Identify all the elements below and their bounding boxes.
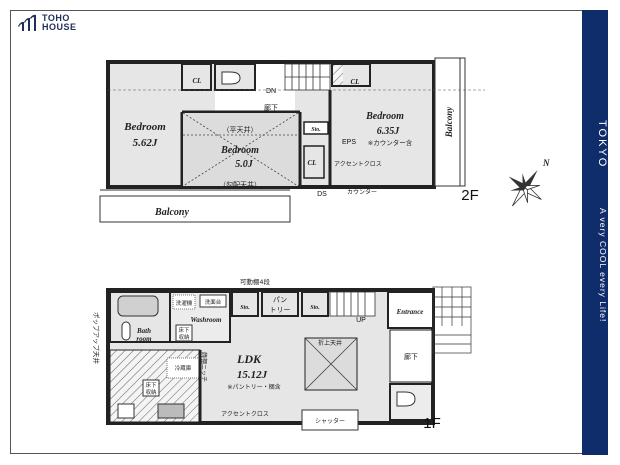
- 1f-hallway-label: 廊下: [404, 352, 418, 361]
- compass-rose-icon: [508, 169, 542, 207]
- 2f-storage-label: Sto.: [311, 127, 321, 133]
- 1f-floor-label: 1F: [423, 415, 441, 432]
- 2f-ds-label: DS: [317, 191, 327, 198]
- 2f-bedroom-east-size: 6.35J: [377, 126, 401, 137]
- 2f-counter-label: カウンター: [347, 188, 377, 196]
- 2f-bedroom-east-note: ※カウンター含: [368, 138, 413, 147]
- 1f-raised-ceiling-label: 折上天井: [318, 339, 342, 347]
- 1f-bath-name-line1: Bath: [136, 327, 151, 335]
- 1f-popup-ceiling-label: ポップアップ天井: [92, 312, 101, 365]
- 2f-bedroom-east-name: Bedroom: [365, 111, 404, 122]
- 2f-closet-a-label: CL: [193, 77, 202, 85]
- compass-north-label: N: [542, 158, 550, 168]
- 1f-up-label: UP: [356, 317, 366, 324]
- 2f-balcony-east-label: Balcony: [444, 106, 454, 139]
- 1f-washer-label: 洗濯機: [176, 299, 193, 307]
- sidebar-slogan: A very COOL every Life!: [598, 208, 608, 323]
- 2f-balcony-south-label: Balcony: [154, 207, 189, 218]
- 1f-ldk-name: LDK: [236, 352, 262, 366]
- 2f-bedroom-west-size: 5.62J: [133, 137, 158, 149]
- toho-house-logo-icon: [18, 14, 36, 32]
- 1f-niche-label: 飾棚ニッチ: [200, 352, 208, 382]
- 1f-wash-underfloor-line1: 床下: [178, 326, 190, 334]
- 1f-pantry-line1: パン: [273, 296, 287, 304]
- 2f-bedroom-west-name: Bedroom: [123, 121, 166, 133]
- 2f-closet-c-label: CL: [308, 159, 317, 167]
- 1f-storage-a-label: Sto.: [240, 305, 250, 311]
- 2f-ceiling-flat-label: （平天井）: [223, 125, 258, 134]
- 2f-hallway-label: 廊下: [264, 103, 278, 112]
- 2f-bedroom-center-size: 5.0J: [235, 159, 254, 170]
- 2f-bedroom-center-name: Bedroom: [220, 145, 259, 156]
- sidebar-band: [582, 10, 608, 455]
- brand-name-line2: HOUSE: [42, 22, 77, 32]
- 1f-bath-name-line2: room: [136, 335, 152, 343]
- 1f-kitchen-underfloor-line2: 収納: [145, 388, 157, 396]
- brand-name-line1: TOHO: [42, 13, 70, 23]
- 1f-wash-basin-label: 洗面台: [205, 298, 222, 306]
- 1f-accent-cloth-label: アクセントクロス: [221, 411, 269, 418]
- 2f-down-label: DN: [266, 88, 276, 95]
- 1f-fridge-label: 冷蔵庫: [175, 364, 192, 372]
- 1f-pantry-line2: トリー: [270, 306, 291, 314]
- 1f-ldk-note: ※パントリー・梱含: [227, 383, 280, 391]
- 2f-eps-label: EPS: [342, 139, 356, 146]
- 2f-accent-cloth-label: アクセントクロス: [334, 161, 382, 168]
- 2f-ceiling-sloped-label: （勾配天井）: [219, 180, 261, 189]
- 1f-kitchen-underfloor-line1: 床下: [145, 381, 157, 389]
- floor-2-plan: Bedroom 5.62J （平天井） Bedroom 5.0J （勾配天井） …: [99, 57, 485, 223]
- 2f-floor-label: 2F: [461, 187, 479, 204]
- 1f-movable-shelf-label: 可動棚4段: [240, 277, 271, 286]
- 1f-ldk-size: 15.12J: [237, 369, 268, 381]
- floor-1-plan: LDK 15.12J ※パントリー・梱含 Bath room Washroom …: [92, 277, 472, 432]
- 1f-storage-b-label: Sto.: [310, 305, 320, 311]
- 1f-washroom-label: Washroom: [191, 316, 223, 324]
- 2f-closet-b-label: CL: [351, 78, 360, 86]
- 1f-entrance-label: Entrance: [396, 308, 424, 316]
- 1f-wash-underfloor-line2: 収納: [178, 333, 190, 341]
- sidebar-city: TOKYO: [596, 120, 608, 169]
- brand-logo: TOHO HOUSE: [16, 14, 77, 32]
- 1f-shutter-label: シャッター: [315, 417, 345, 425]
